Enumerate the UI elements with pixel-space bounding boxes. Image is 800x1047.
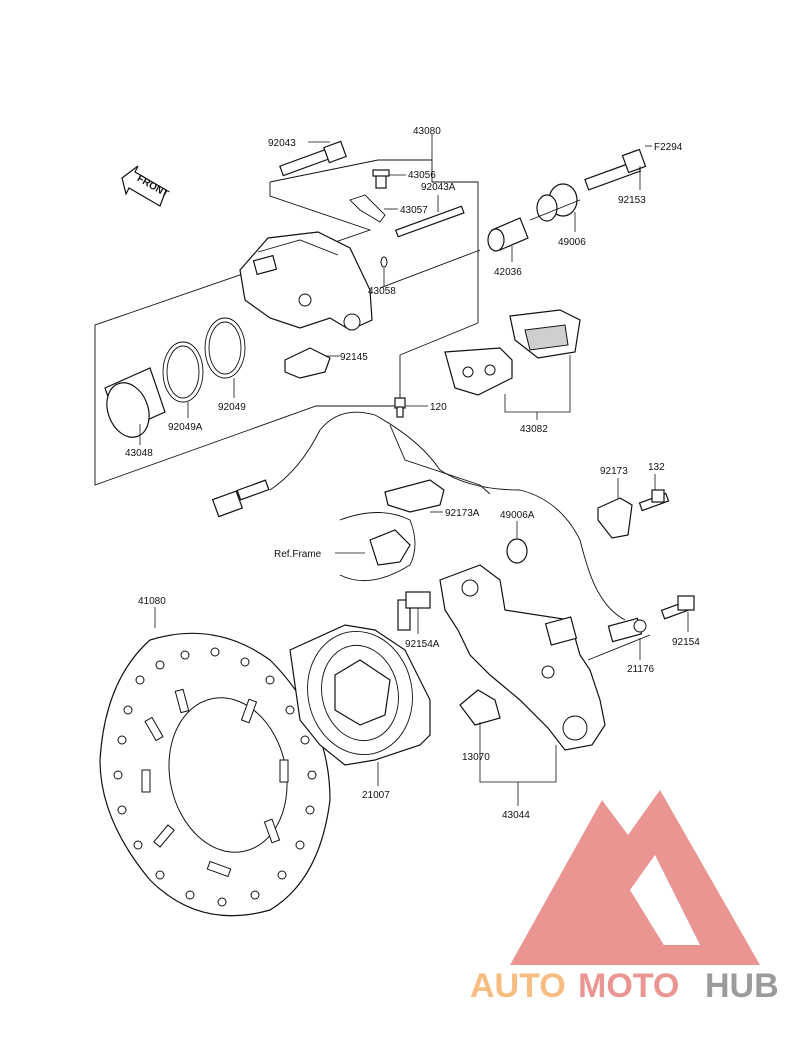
- label-92049A: 92049A: [168, 422, 203, 433]
- label-F2294: F2294: [654, 142, 683, 153]
- abs-sensor-cable: [269, 411, 626, 621]
- bolt-132: [638, 489, 670, 512]
- logo-text-auto: AUTO: [470, 967, 566, 1005]
- label-92145: 92145: [340, 352, 368, 363]
- collar-42036: [487, 217, 529, 252]
- bolt-120: [394, 397, 406, 418]
- automotohub-logo: AUTO MOTO HUB: [470, 790, 779, 1005]
- clamp-92173: [597, 497, 633, 539]
- label-49006: 49006: [558, 237, 586, 248]
- label-43056: 43056: [408, 170, 436, 181]
- abs-sensor-21176: [607, 617, 647, 643]
- ring-43058: [380, 256, 388, 268]
- clamp-92173A: [384, 479, 445, 513]
- label-92154A: 92154A: [405, 639, 440, 650]
- brake-pads-43082: [444, 309, 581, 396]
- bushing-49006: [536, 183, 578, 222]
- label-ref-frame: Ref.Frame: [274, 549, 322, 560]
- seal-92049: [204, 317, 246, 379]
- bleeder-43056: [372, 169, 390, 189]
- label-132: 132: [648, 462, 665, 473]
- grommet-49006A: [506, 538, 528, 564]
- label-92154: 92154: [672, 637, 700, 648]
- piston-43048: [104, 367, 166, 438]
- label-92049: 92049: [218, 402, 246, 413]
- label-43057: 43057: [400, 205, 428, 216]
- logo-triangle: [510, 790, 760, 965]
- guide-13070: [459, 689, 501, 726]
- front-direction-arrow: FRONT: [121, 165, 170, 207]
- label-43048: 43048: [125, 448, 153, 459]
- label-21176: 21176: [627, 664, 655, 675]
- label-43082: 43082: [520, 424, 548, 435]
- logo-text-moto: MOTO: [578, 967, 679, 1005]
- label-21007: 21007: [362, 790, 390, 801]
- label-120: 120: [430, 402, 447, 413]
- label-13070: 13070: [462, 752, 490, 763]
- bolt-92043: [279, 140, 347, 177]
- abs-rotor-21007: [289, 624, 431, 766]
- label-43058: 43058: [368, 286, 396, 297]
- bolt-92154A: [397, 591, 431, 631]
- part-labels: 92043 43080 F2294 43056 92043A 43057 921…: [125, 126, 700, 821]
- bolt-92153: [584, 148, 647, 191]
- seal-92049A: [162, 341, 204, 403]
- label-42036: 42036: [494, 267, 522, 278]
- label-43080: 43080: [413, 126, 441, 137]
- bolt-92154: [660, 595, 695, 620]
- brake-disc-41080: [99, 632, 331, 917]
- cable-connector: [211, 479, 270, 518]
- disc-holes: [113, 647, 317, 907]
- caliper-bracket-43044: [439, 564, 606, 751]
- caliper-body: [239, 231, 373, 331]
- label-92043A: 92043A: [421, 182, 456, 193]
- label-92173A: 92173A: [445, 508, 480, 519]
- ref-frame-inset: [339, 512, 416, 582]
- clip-92145: [284, 347, 331, 379]
- label-43044: 43044: [502, 810, 530, 821]
- logo-text-hub: HUB: [705, 967, 779, 1005]
- label-41080: 41080: [138, 596, 166, 607]
- pin-92043A: [394, 205, 465, 238]
- spring-43057: [349, 194, 386, 223]
- label-49006A: 49006A: [500, 510, 535, 521]
- label-92153: 92153: [618, 195, 646, 206]
- label-92173: 92173: [600, 466, 628, 477]
- label-92043: 92043: [268, 138, 296, 149]
